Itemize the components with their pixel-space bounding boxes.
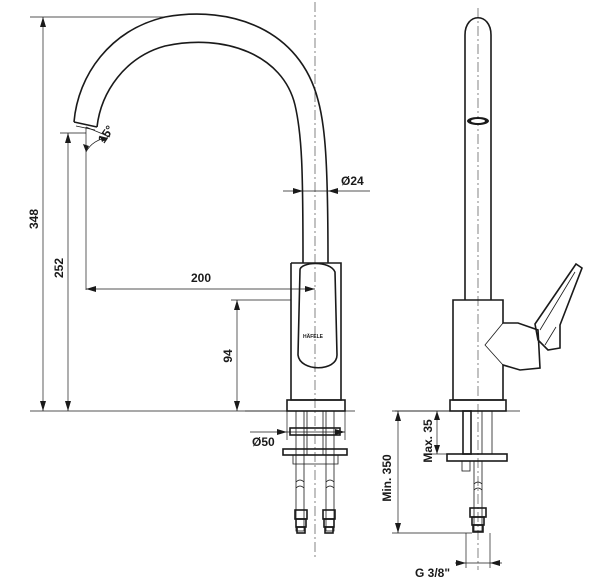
dim-min-hose: Min. 350 (380, 410, 472, 534)
spout-outline (73, 13, 329, 264)
label-base-diameter: Ø50 (252, 435, 275, 449)
side-spout (464, 17, 492, 300)
dim-base-diameter: Ø50 (250, 411, 346, 449)
label-height-total: 348 (27, 209, 41, 229)
side-mounting (446, 410, 508, 533)
dim-height-spout: 252 (52, 132, 86, 411)
dim-height-total: 348 (27, 16, 290, 412)
spout-tip (73, 121, 98, 128)
side-body (452, 299, 541, 401)
label-tube-diameter: Ø24 (341, 174, 364, 188)
mounting-assembly (282, 410, 348, 534)
brand-logo: HÄFELE (303, 333, 324, 340)
label-min-hose: Min. 350 (380, 454, 394, 502)
label-height-spout: 252 (52, 258, 66, 278)
dim-connection: G 3/8" (415, 533, 502, 580)
dim-max-deck: Max. 35 (421, 411, 447, 463)
side-view: Min. 350 Max. 35 G 3/8" (380, 8, 583, 580)
side-lever (534, 262, 583, 351)
label-angle: 15° (95, 123, 117, 146)
dim-tube-diameter: Ø24 (283, 174, 370, 194)
label-reach: 200 (191, 271, 211, 285)
dim-angle: 15° (83, 123, 117, 290)
front-view: HÄFELE (27, 2, 370, 560)
label-connection: G 3/8" (415, 566, 450, 580)
dim-height-body: 94 (221, 299, 291, 411)
lever-handle (297, 262, 338, 369)
base-flange (286, 399, 346, 412)
dim-reach: 200 (86, 271, 315, 292)
label-height-body: 94 (221, 349, 235, 363)
label-max-deck: Max. 35 (421, 419, 435, 463)
